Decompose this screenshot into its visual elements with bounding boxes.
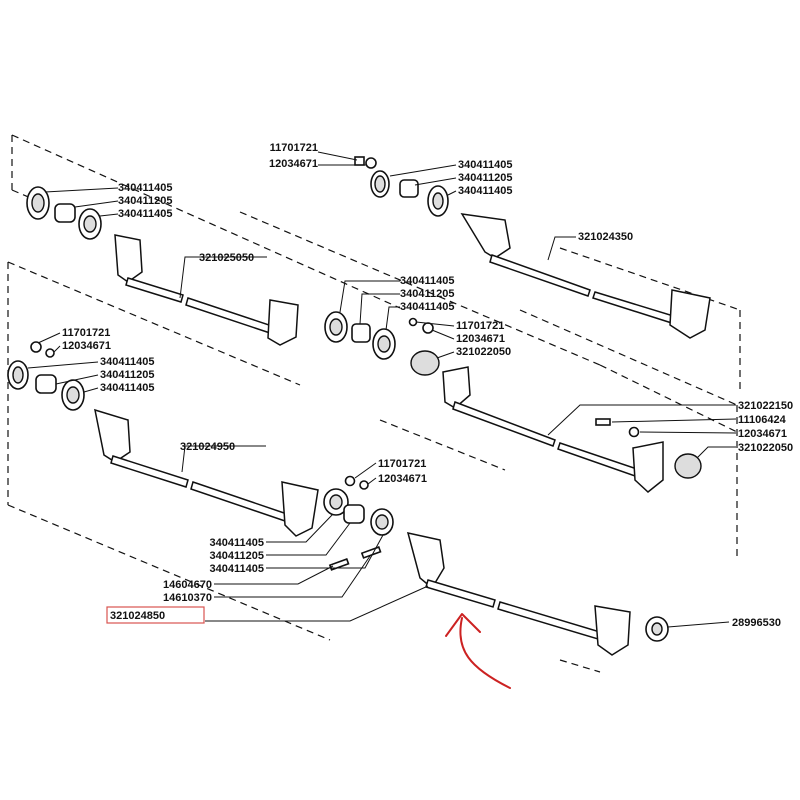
top-nut xyxy=(365,157,377,169)
right-hub xyxy=(674,453,702,479)
b-crank-arm xyxy=(406,532,445,590)
b-bushing xyxy=(343,504,365,524)
part-label: 340411405 xyxy=(100,356,154,368)
top-shaft-a xyxy=(489,254,591,297)
ul-shaft-b xyxy=(185,297,276,335)
part-label: 340411205 xyxy=(458,172,512,184)
ul-crank-arm-end xyxy=(267,299,299,346)
part-label: 340411405 xyxy=(100,382,154,394)
leader-lines xyxy=(27,151,737,628)
part-label: 11701721 xyxy=(378,458,426,470)
top-crank-arm xyxy=(460,213,511,259)
assembly-lower-left xyxy=(7,341,319,537)
part-label: 12034671 xyxy=(456,333,505,345)
top-shaft-b xyxy=(592,291,681,326)
red-arrow xyxy=(445,613,511,689)
mid-crank-arm-end xyxy=(632,441,664,493)
part-label: 12034671 xyxy=(269,158,318,170)
ll-nut xyxy=(45,348,55,358)
mid-bushing xyxy=(351,323,371,343)
part-label: 340411405 xyxy=(400,275,454,287)
part-label: 321024350 xyxy=(578,231,633,243)
ll-shaft-b xyxy=(190,481,291,523)
part-label: 340411405 xyxy=(210,537,264,549)
assembly-top-right xyxy=(354,156,711,339)
ul-bushing xyxy=(54,203,76,223)
mid-shaft-a xyxy=(452,401,556,447)
part-label: 340411405 xyxy=(458,185,512,197)
ll-crank-arm-end xyxy=(281,481,319,537)
b-crank-arm-end xyxy=(594,605,631,656)
b-shaft-b xyxy=(497,601,601,640)
part-label: 340411405 xyxy=(400,301,454,313)
b-nut xyxy=(359,480,369,490)
part-label: 12034671 xyxy=(62,340,111,352)
part-label: 340411205 xyxy=(210,550,264,562)
mid-hub xyxy=(410,350,440,376)
assembly-middle-cluster xyxy=(324,311,702,493)
part-label: 12034671 xyxy=(378,473,427,485)
b-shaft-a xyxy=(425,579,496,608)
ll-crank-arm xyxy=(94,408,131,463)
part-label: 14604670 xyxy=(163,579,212,591)
assembly-boundaries xyxy=(7,134,741,673)
ll-bolt xyxy=(30,341,42,353)
ul-crank-arm xyxy=(114,234,143,283)
part-label: 340411405 xyxy=(458,159,512,171)
ul-shaft-a xyxy=(125,277,184,303)
assembly-upper-left xyxy=(26,186,299,346)
mid-nut xyxy=(422,322,434,334)
part-label: 321024950 xyxy=(180,441,235,453)
part-label: 340411405 xyxy=(210,563,264,575)
part-label: 11701721 xyxy=(62,327,110,339)
part-label: 11106424 xyxy=(738,414,787,426)
part-label: 28996530 xyxy=(732,617,781,629)
assembly-bottom xyxy=(323,475,669,656)
highlighted-part-label: 321024850 xyxy=(110,610,165,622)
part-label: 11701721 xyxy=(270,142,318,154)
right-pin xyxy=(595,418,611,426)
right-nut xyxy=(628,426,640,438)
top-bushing xyxy=(399,179,419,198)
mid-bolt xyxy=(408,317,418,327)
part-label: 321022050 xyxy=(456,346,511,358)
b-bolt xyxy=(344,475,356,487)
part-label: 340411205 xyxy=(100,369,154,381)
part-label: 11701721 xyxy=(456,320,504,332)
part-label: 14610370 xyxy=(163,592,212,604)
top-crank-arm-end xyxy=(669,289,711,339)
part-label: 321025050 xyxy=(199,252,254,264)
part-labels: 11701721 12034671 340411405 340411205 34… xyxy=(62,142,793,629)
part-label: 340411405 xyxy=(118,208,172,220)
part-label: 340411205 xyxy=(118,195,172,207)
mid-crank-arm xyxy=(442,366,471,409)
part-label: 340411205 xyxy=(400,288,454,300)
top-bolt xyxy=(354,156,365,166)
highlight-box xyxy=(106,606,205,624)
part-label: 321022150 xyxy=(738,400,793,412)
part-label: 340411405 xyxy=(118,182,172,194)
part-label: 321022050 xyxy=(738,442,793,454)
part-label: 12034671 xyxy=(738,428,787,440)
ll-bushing xyxy=(35,374,57,394)
ll-shaft-a xyxy=(110,455,189,488)
mid-shaft-b xyxy=(557,442,641,478)
